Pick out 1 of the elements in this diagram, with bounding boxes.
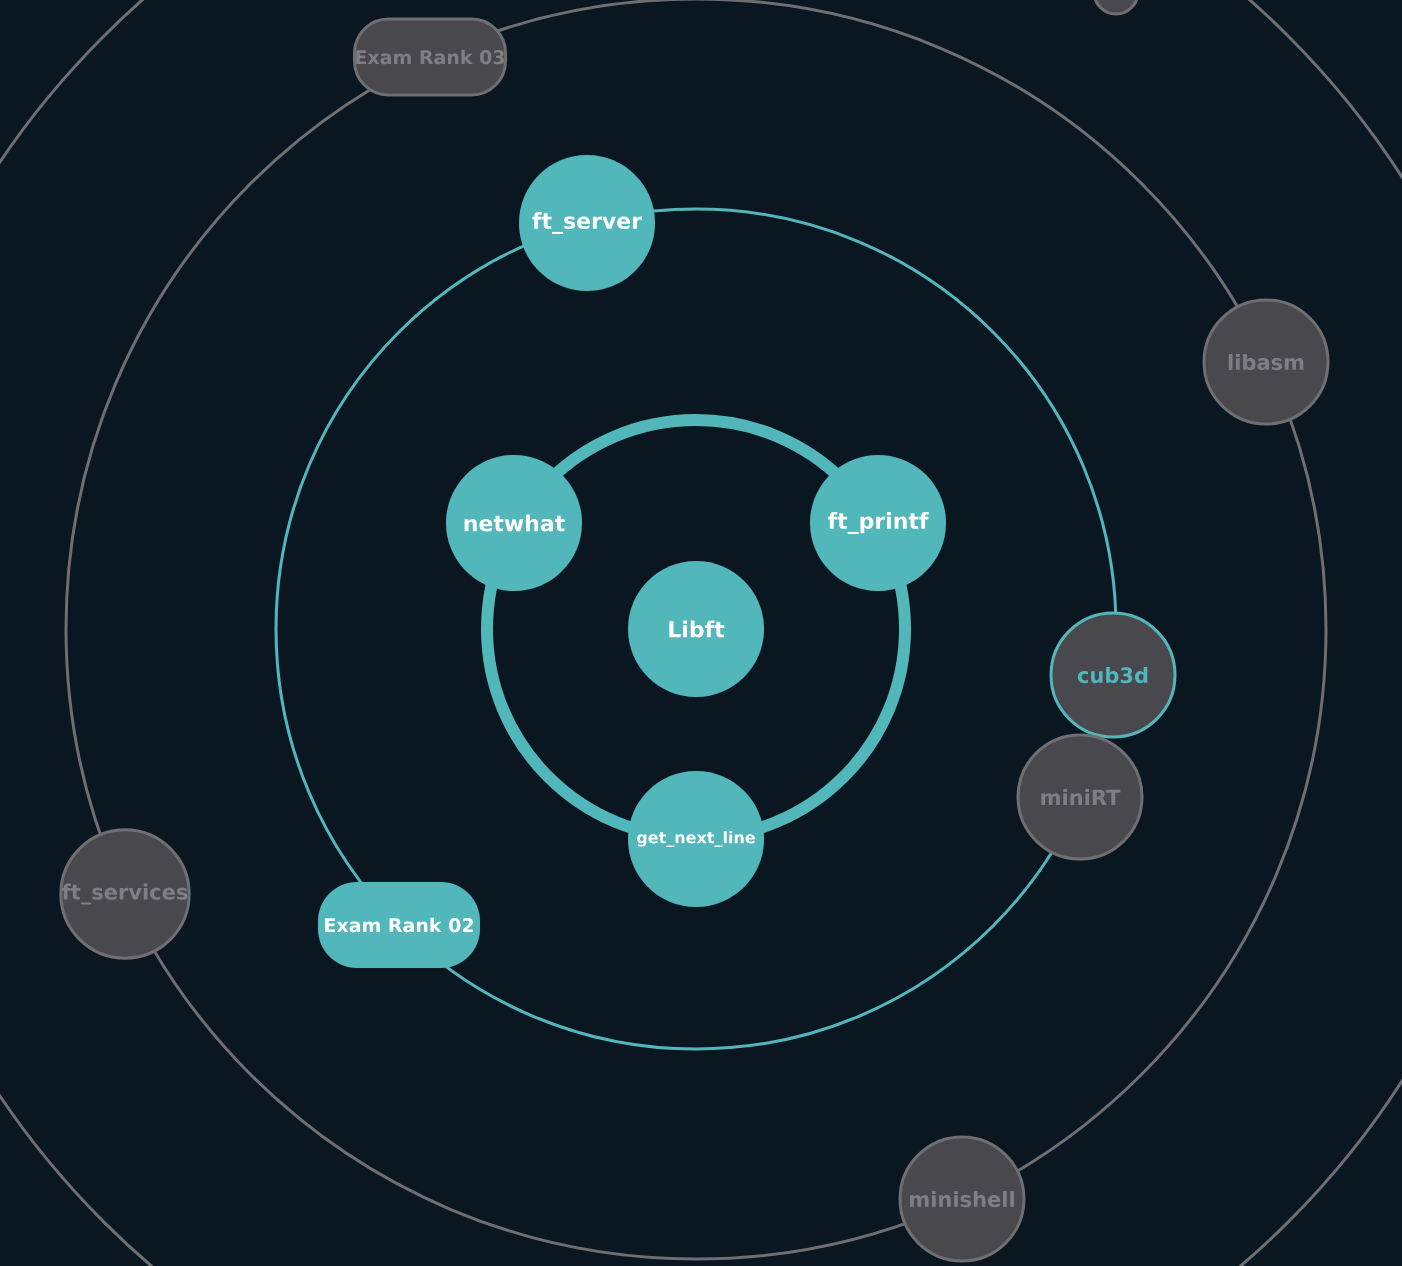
exam-badge: Exam Rank 02 (317, 881, 481, 969)
